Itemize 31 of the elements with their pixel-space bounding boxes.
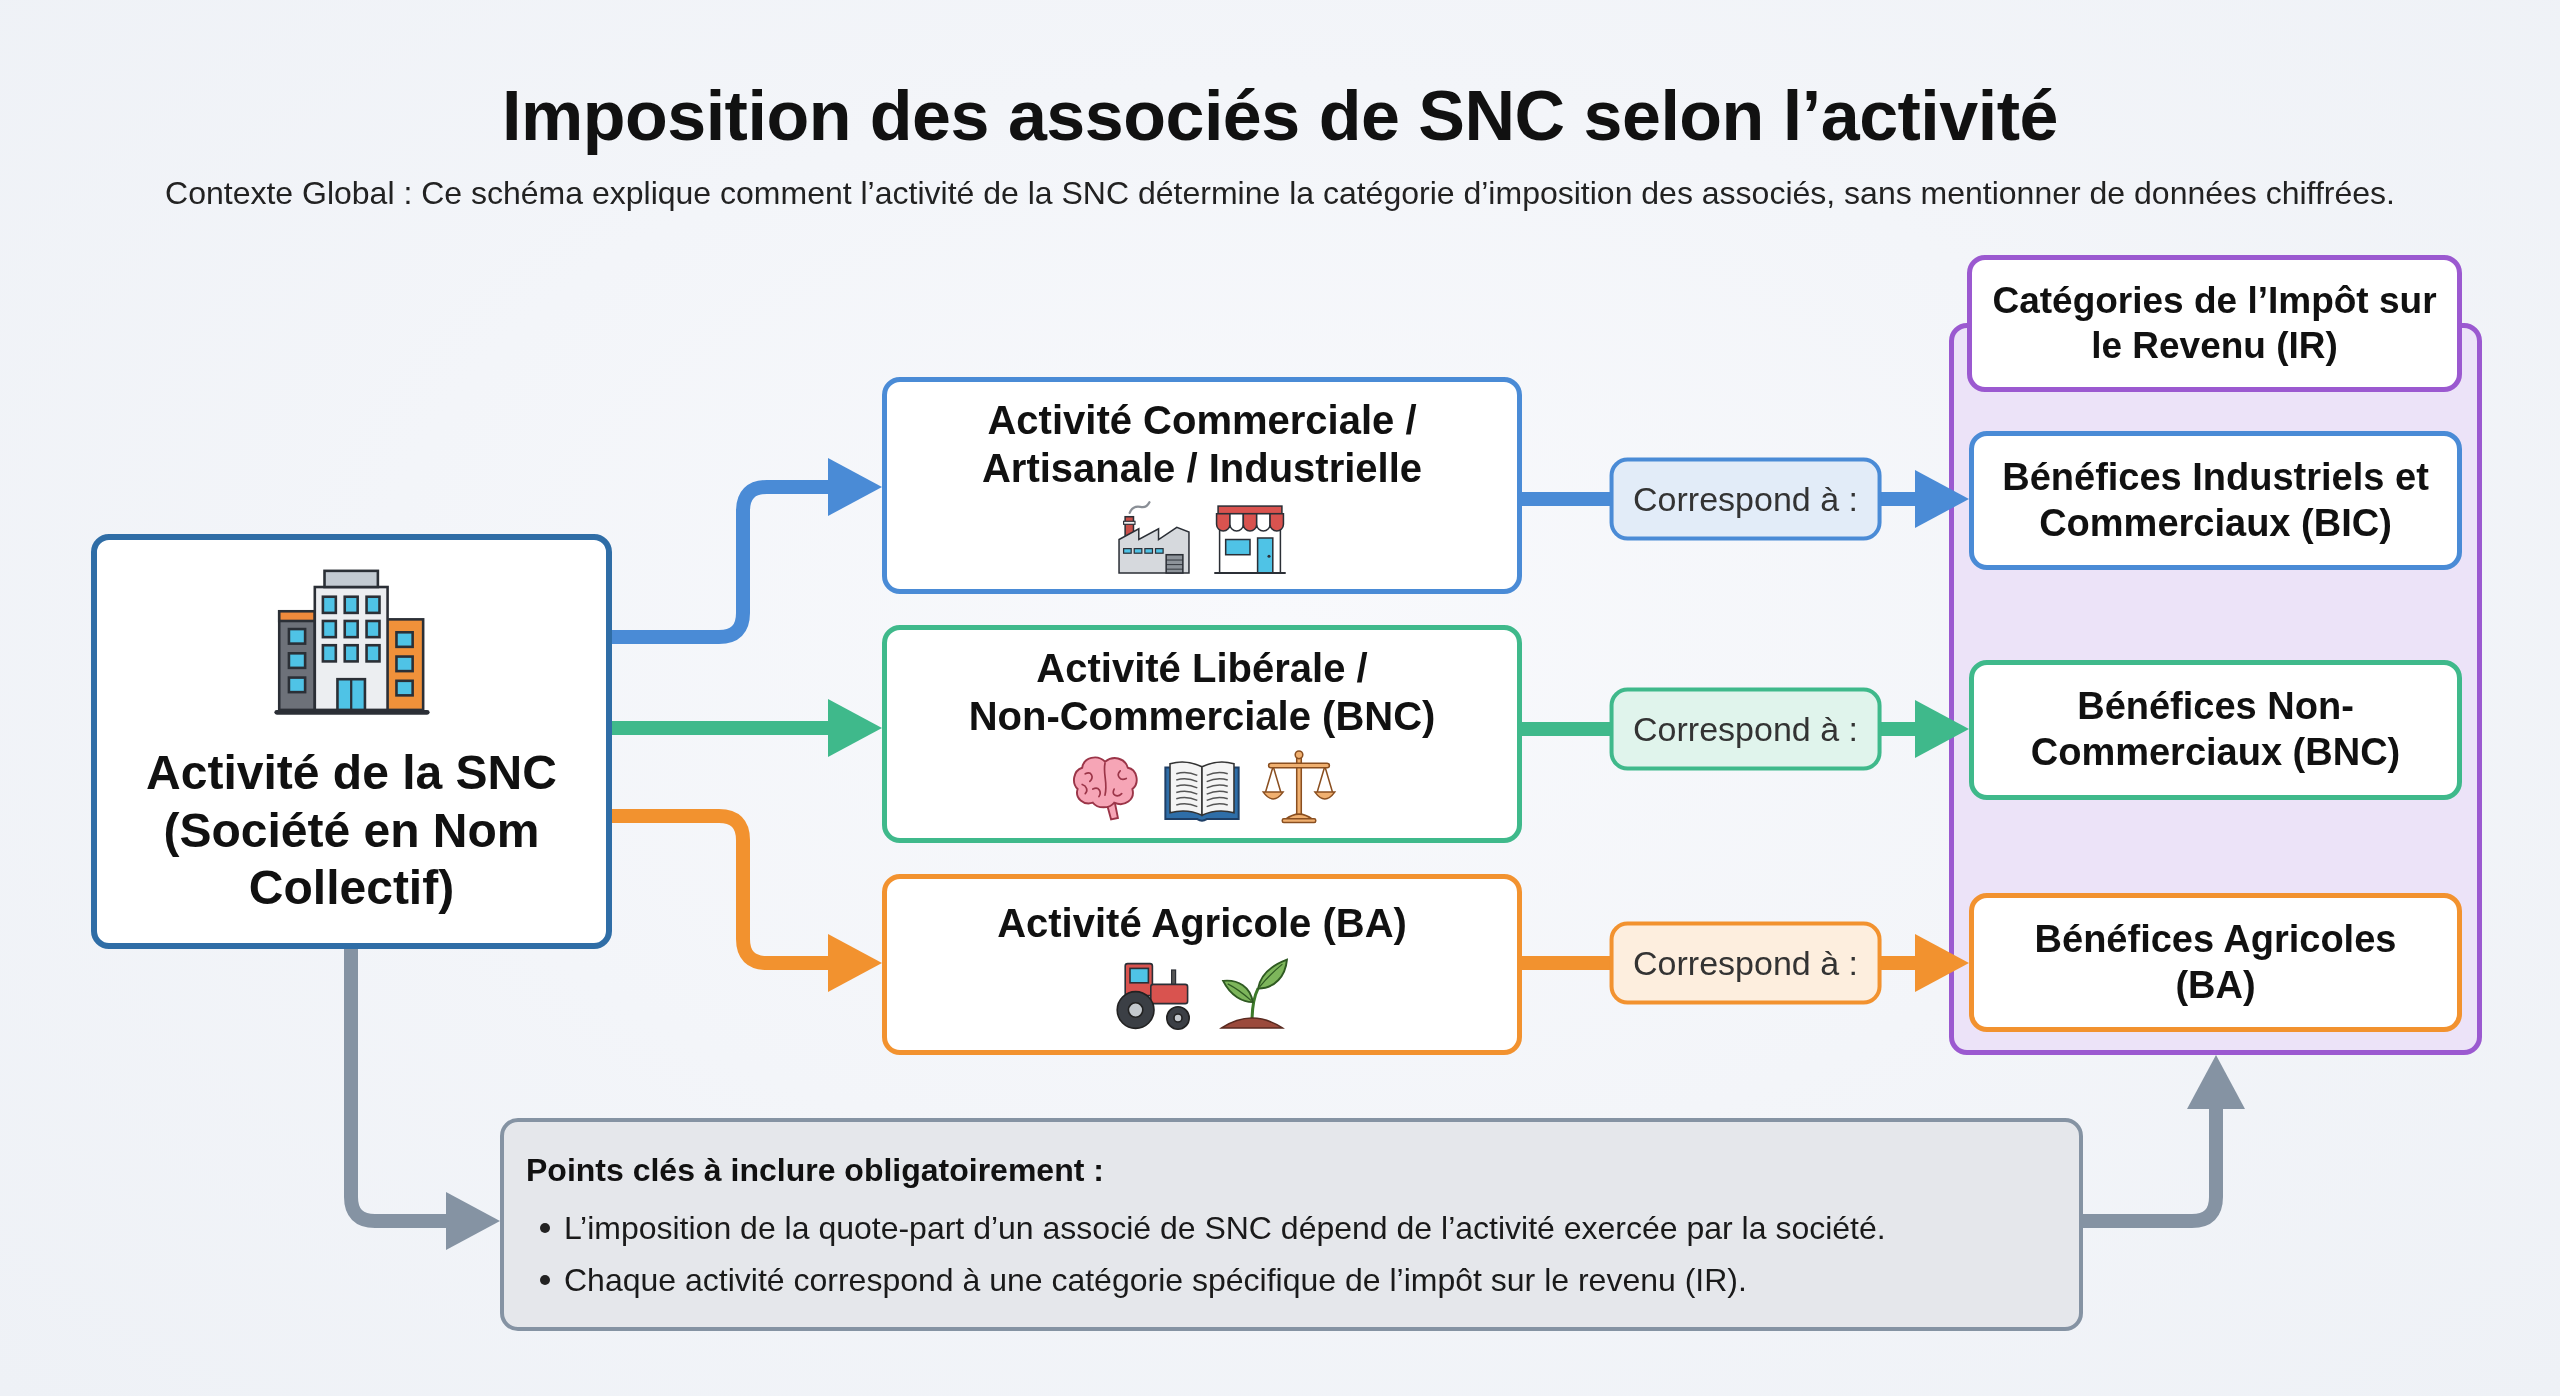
arrow: [612, 458, 882, 644]
bullet-text: Chaque activité correspond à une catégorie spécifique de l’impôt sur le revenu (IR).: [564, 1260, 1747, 1300]
box-label: Bénéfices Agricoles (BA): [2033, 916, 2398, 1008]
category-box: [1969, 660, 2462, 800]
box-label: Activité Libérale / Non-Commerciale (BNC): [967, 645, 1437, 740]
box-label: Catégories de l’Impôt sur le Revenu (IR): [1992, 279, 2437, 368]
arrow: [344, 949, 500, 1250]
arrow: [612, 809, 882, 992]
entity-box: [91, 534, 612, 949]
arrow: [2083, 1055, 2245, 1228]
box-label: Activité Commerciale / Artisanale / Industrielle: [980, 396, 1424, 492]
box-label: Bénéfices Non-Commerciaux (BNC): [2029, 684, 2402, 775]
category-box: [1969, 893, 2462, 1032]
activity-box: [882, 874, 1522, 1055]
edge-label: Correspond à :: [1609, 687, 1882, 771]
notes-heading: Points clés à inclure obligatoirement :: [526, 1150, 1104, 1190]
box-label: Bénéfices Industriels et Commerciaux (BIC): [2001, 454, 2430, 546]
diagram-title: Imposition des associés de SNC selon l’activité: [502, 76, 2058, 157]
category-panel: [1949, 323, 2482, 1055]
subtitle: Contexte Global : Ce schéma explique comment l’activité de la SNC détermine la catégorie d’imposition des associés, sans mentionner de données chiffrées.: [165, 174, 2395, 213]
edge-label: Correspond à :: [1609, 457, 1882, 541]
box-label: Activité de la SNC (Société en Nom Collectif): [145, 745, 558, 917]
box-label: Activité Agricole (BA): [997, 899, 1407, 947]
bullet-text: L’imposition de la quote-part d’un associé de SNC dépend de l’activité exercée par la société.: [564, 1208, 1886, 1248]
activity-box: [882, 377, 1522, 594]
notes-box: [500, 1118, 2083, 1331]
panel-header-box: [1967, 255, 2462, 392]
category-box: [1969, 431, 2462, 570]
activity-box: [882, 625, 1522, 843]
arrow: [612, 699, 882, 757]
edge-label: Correspond à :: [1609, 921, 1882, 1005]
